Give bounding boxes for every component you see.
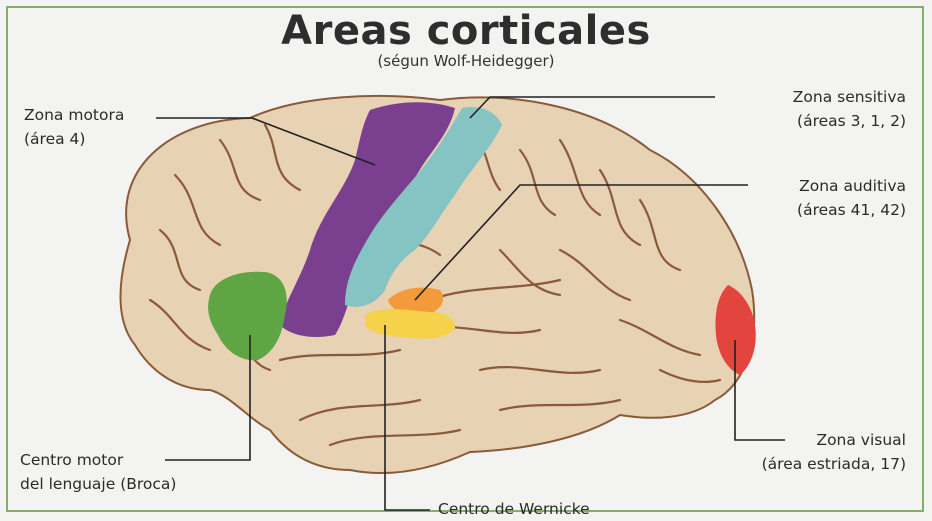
label-zona-sensitiva: Zona sensitiva (áreas 3, 1, 2) bbox=[793, 85, 906, 133]
label-centro-broca-line2: del lenguaje (Broca) bbox=[20, 472, 176, 496]
label-zona-visual: Zona visual (área estriada, 17) bbox=[762, 428, 906, 476]
label-zona-auditiva: Zona auditiva (áreas 41, 42) bbox=[797, 174, 906, 222]
diagram-title: Areas corticales bbox=[0, 8, 932, 54]
label-zona-visual-line1: Zona visual bbox=[762, 428, 906, 452]
label-zona-motora: Zona motora (área 4) bbox=[24, 103, 124, 151]
label-zona-auditiva-line1: Zona auditiva bbox=[797, 174, 906, 198]
label-zona-sensitiva-line2: (áreas 3, 1, 2) bbox=[793, 109, 906, 133]
label-centro-wernicke: Centro de Wernicke bbox=[438, 497, 590, 521]
label-zona-auditiva-line2: (áreas 41, 42) bbox=[797, 198, 906, 222]
label-zona-motora-line2: (área 4) bbox=[24, 127, 124, 151]
label-zona-motora-line1: Zona motora bbox=[24, 103, 124, 127]
label-centro-broca: Centro motor del lenguaje (Broca) bbox=[20, 448, 176, 496]
diagram-subtitle: (ségun Wolf-Heidegger) bbox=[0, 52, 932, 70]
label-centro-broca-line1: Centro motor bbox=[20, 448, 176, 472]
label-zona-sensitiva-line1: Zona sensitiva bbox=[793, 85, 906, 109]
label-zona-visual-line2: (área estriada, 17) bbox=[762, 452, 906, 476]
